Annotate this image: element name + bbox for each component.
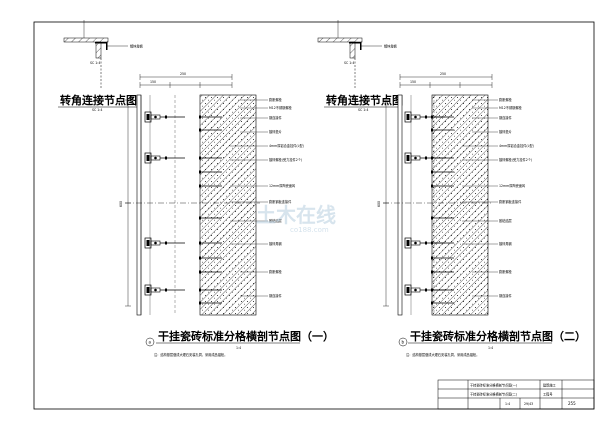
watermark-sub: co188.com	[290, 226, 329, 234]
right-detail-title: 干挂瓷砖标准分格横剖节点图（二）	[410, 329, 586, 343]
left-title-mark	[145, 337, 155, 347]
left-callout: 膨胀钢板连接件	[269, 199, 292, 204]
left-callout: M12不锈钢螺栓	[269, 105, 293, 110]
left-title-mark-text: a	[149, 340, 152, 345]
left-top-note: 镀锌角钢	[130, 44, 143, 49]
left-callout: 膨胀螺栓	[269, 269, 283, 274]
left-note: 注：结构基层做成大理石安装孔洞，采用成品锚栓。	[154, 352, 227, 357]
right-callout: 镀锌垫片	[499, 129, 512, 134]
left-corner-scale: SC 1:4	[92, 108, 102, 112]
left-tile-layer	[136, 94, 142, 316]
title-block-sheet-no: 29/43	[524, 402, 533, 406]
left-callout: 胶粘结层	[269, 218, 282, 223]
right-callout: 4mm厚铝合金挂件(L型)	[499, 143, 534, 148]
right-dim-top2: 150	[410, 80, 416, 84]
left-callout: 钢连接件	[269, 115, 283, 120]
right-callout: 镀锌螺栓(受力挂件2个)	[499, 157, 532, 162]
title-block-tag2: 工程号	[543, 392, 553, 397]
left-callouts: 膨胀螺栓 M12不锈钢螺栓 钢连接件 镀锌垫片 4mm厚铝合金挂件(L型) 镀锌…	[269, 97, 304, 298]
title-block-row2: 干挂瓷砖标准分格横剖节点图(二)	[470, 392, 517, 397]
left-callout: 4mm厚铝合金挂件(L型)	[269, 143, 304, 148]
right-title-mark-text: b	[402, 340, 405, 345]
right-callout: 胶粘结层	[499, 218, 512, 223]
left-corner-scale-top: SC 1:4	[90, 61, 100, 65]
right-callout: 镀锌角钢	[499, 241, 512, 246]
left-leaders	[230, 99, 268, 297]
title-block-scale: 1:4	[505, 402, 510, 406]
left-callout: 钢连接件	[269, 293, 283, 298]
left-detail: 镀锌角钢 SC 1:4 250 150 600 转角连接节点图 SC 1:4	[58, 20, 334, 357]
left-note-scale: 1:4	[236, 346, 241, 350]
left-dim-top: 250	[180, 72, 186, 76]
right-callout: 膨胀螺栓	[499, 269, 513, 274]
right-dim-side: 600	[377, 201, 381, 207]
right-tile-layer	[397, 94, 403, 316]
right-corner-scale-top: SC 1:4	[344, 61, 354, 65]
left-corner-title: 转角连接节点图	[60, 93, 137, 107]
right-title-mark	[398, 337, 408, 347]
right-callout: 12mm厚陶瓷面砖	[499, 183, 526, 188]
watermark-main: 土木在线	[256, 203, 336, 227]
left-detail-title: 干挂瓷砖标准分格横剖节点图（一）	[158, 329, 334, 343]
left-corner-detail: 镀锌角钢 SC 1:4	[63, 20, 143, 88]
right-callout: 膨胀螺栓	[499, 97, 513, 102]
right-dim-top: 250	[440, 72, 446, 76]
left-dim-top2: 150	[150, 80, 156, 84]
right-corner-title: 转角连接节点图	[326, 93, 403, 107]
title-block-page: 255	[568, 401, 576, 406]
right-callout: 钢连接件	[499, 293, 513, 298]
right-callout: M12不锈钢螺栓	[499, 105, 523, 110]
right-corner-scale: SC 1:4	[358, 108, 368, 112]
left-callout: 12mm厚陶瓷面砖	[269, 183, 296, 188]
left-callout: 镀锌垫片	[269, 129, 282, 134]
title-block-tag1: 建筑施工	[543, 383, 557, 388]
left-callout: 膨胀螺栓	[269, 97, 283, 102]
right-callout: 钢连接件	[499, 115, 513, 120]
sheet-border	[33, 21, 595, 410]
right-callout: 膨胀钢板连接件	[499, 199, 522, 204]
right-note-scale: 1:4	[488, 346, 493, 350]
title-block	[437, 379, 595, 410]
right-note: 注：结构基层做成大理石安装孔洞，采用成品锚栓。	[406, 352, 479, 357]
right-top-note: 镀锌角钢	[384, 44, 397, 49]
right-leaders	[462, 99, 498, 297]
right-detail: 镀锌角钢 SC 1:4 250 150 600 转角连接节点图 SC 1:4	[317, 20, 586, 357]
watermark: 土木在线 co188.com	[256, 203, 336, 234]
title-block-row1: 干挂瓷砖标准分格横剖节点图(一)	[470, 383, 517, 388]
right-callouts: 膨胀螺栓 M12不锈钢螺栓 钢连接件 镀锌垫片 4mm厚铝合金挂件(L型) 镀锌…	[499, 97, 534, 298]
right-corner-detail: 镀锌角钢 SC 1:4	[317, 20, 397, 88]
left-dim-side: 600	[119, 201, 123, 207]
left-callout: 镀锌角钢	[269, 241, 282, 246]
left-callout: 镀锌螺栓(受力挂件2个)	[269, 157, 302, 162]
